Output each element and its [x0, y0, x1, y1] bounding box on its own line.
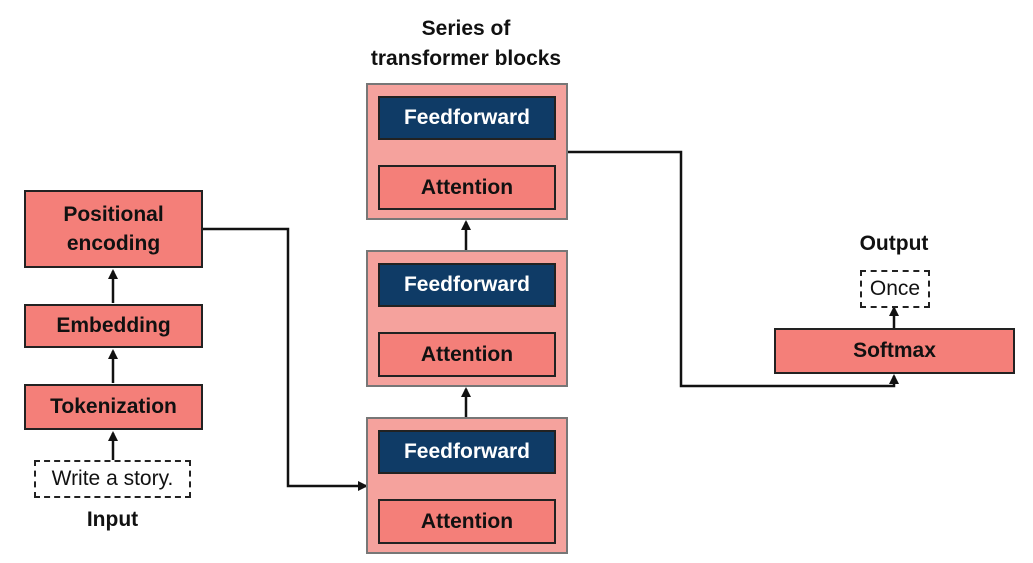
arrow-positional-to-transformer — [203, 227, 368, 491]
output-label: Output — [859, 232, 929, 255]
tokenization-label: Tokenization — [50, 395, 177, 418]
feedforward-label: Feedforward — [403, 440, 531, 463]
transformer-title: Series of transformer blocks — [346, 14, 586, 74]
embedding-label: Embedding — [56, 314, 171, 337]
attention-label: Attention — [420, 175, 514, 199]
positional-encoding-box: Positional encoding — [24, 190, 203, 268]
softmax-box: Softmax — [774, 328, 1015, 374]
input-text: Write a story. — [51, 467, 174, 490]
embedding-box: Embedding — [24, 304, 203, 348]
feedforward-box: Feedforward — [378, 263, 556, 307]
feedforward-label: Feedforward — [403, 106, 531, 129]
attention-label: Attention — [420, 342, 514, 366]
input-label: Input — [86, 508, 139, 531]
attention-box: Attention — [378, 332, 556, 377]
transformer-title-line2: transformer blocks — [370, 47, 562, 70]
transformer-block-bottom: Feedforward Attention — [366, 417, 568, 554]
output-text: Once — [869, 277, 921, 300]
transformer-title-line1: Series of — [421, 17, 511, 40]
output-text-box: Once — [860, 270, 930, 308]
feedforward-label: Feedforward — [403, 273, 531, 296]
attention-box: Attention — [378, 165, 556, 210]
softmax-label: Softmax — [853, 339, 936, 362]
attention-label: Attention — [420, 509, 514, 533]
positional-encoding-label: Positional encoding — [63, 203, 164, 255]
arrow-transformer-to-softmax — [568, 150, 899, 388]
transformer-block-top: Feedforward Attention — [366, 83, 568, 220]
attention-box: Attention — [378, 499, 556, 544]
feedforward-box: Feedforward — [378, 96, 556, 140]
feedforward-box: Feedforward — [378, 430, 556, 474]
transformer-block-middle: Feedforward Attention — [366, 250, 568, 387]
input-text-box: Write a story. — [34, 460, 191, 498]
tokenization-box: Tokenization — [24, 384, 203, 430]
